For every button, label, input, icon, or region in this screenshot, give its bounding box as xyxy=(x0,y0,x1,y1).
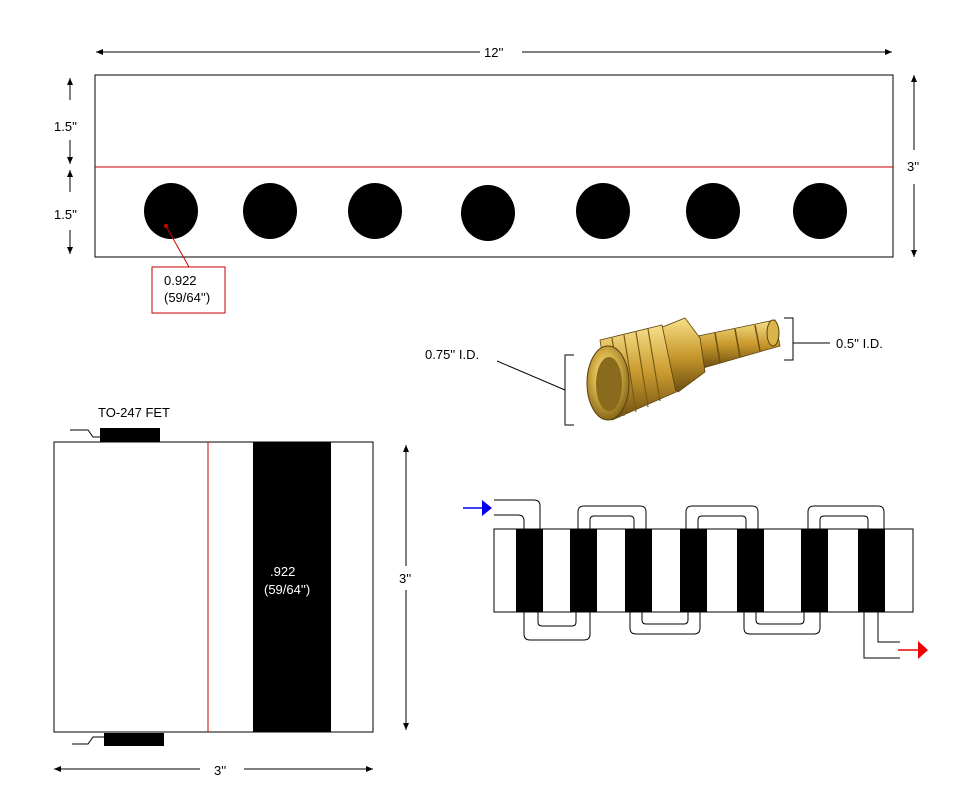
lower-half-label: 1.5'' xyxy=(54,207,77,222)
large-id-leader xyxy=(496,360,566,391)
fet-top xyxy=(100,428,160,442)
channel-fraction-label: (59/64'') xyxy=(264,582,310,597)
height-label: 3'' xyxy=(907,159,919,174)
small-id-label: 0.5'' I.D. xyxy=(836,336,883,351)
flow-channel xyxy=(570,529,597,612)
side-channel xyxy=(253,442,331,732)
fet-bottom xyxy=(104,733,164,746)
flow-channel xyxy=(625,529,652,612)
hole xyxy=(576,183,630,239)
hole-callout-dot xyxy=(164,224,168,228)
hole-callout-leader xyxy=(165,225,190,268)
hole xyxy=(243,183,297,239)
bottom-loop xyxy=(523,612,591,641)
top-loop xyxy=(577,505,647,529)
flow-channel xyxy=(858,529,885,612)
flow-diagram xyxy=(463,499,928,659)
hole xyxy=(793,183,847,239)
barb-hose-opening xyxy=(766,319,780,347)
inlet-tube xyxy=(494,499,541,529)
side-width-label: 3'' xyxy=(214,763,226,778)
fet-top-lead xyxy=(70,429,100,438)
hole-callout-box xyxy=(151,266,226,314)
top-view: 12'' 1.5'' 1.5'' 3'' 0.922 (59/64'') xyxy=(54,45,919,314)
hole xyxy=(144,183,198,239)
hole-row xyxy=(144,183,847,241)
length-label: 12'' xyxy=(484,45,503,60)
small-id-bracket xyxy=(784,317,794,361)
large-id-label: 0.75'' I.D. xyxy=(425,347,479,362)
side-height-label: 3'' xyxy=(399,571,411,586)
upper-half-label: 1.5'' xyxy=(54,119,77,134)
bottom-loop xyxy=(743,612,821,635)
hole xyxy=(686,183,740,239)
flow-channel xyxy=(801,529,828,612)
hole xyxy=(348,183,402,239)
top-loop xyxy=(807,505,885,529)
hole-diameter-fraction-label: (59/64'') xyxy=(164,290,210,305)
flow-channel xyxy=(680,529,707,612)
outlet-tube xyxy=(863,612,900,659)
side-view: TO-247 FET .922 (59/64'') 3'' 3'' xyxy=(53,405,411,778)
flow-channel xyxy=(737,529,764,612)
barb-bore-inner xyxy=(596,357,622,411)
hole-diameter-label: 0.922 xyxy=(164,273,197,288)
fet-label: TO-247 FET xyxy=(98,405,170,420)
hole xyxy=(461,185,515,241)
bottom-loop xyxy=(629,612,701,635)
barb-fitting: 0.75'' I.D. 0.5'' I.D. xyxy=(425,317,883,426)
channel-label: .922 xyxy=(270,564,295,579)
flow-channel xyxy=(516,529,543,612)
fet-bottom-lead xyxy=(72,736,104,745)
large-id-bracket xyxy=(564,354,574,426)
top-loop xyxy=(685,505,759,529)
